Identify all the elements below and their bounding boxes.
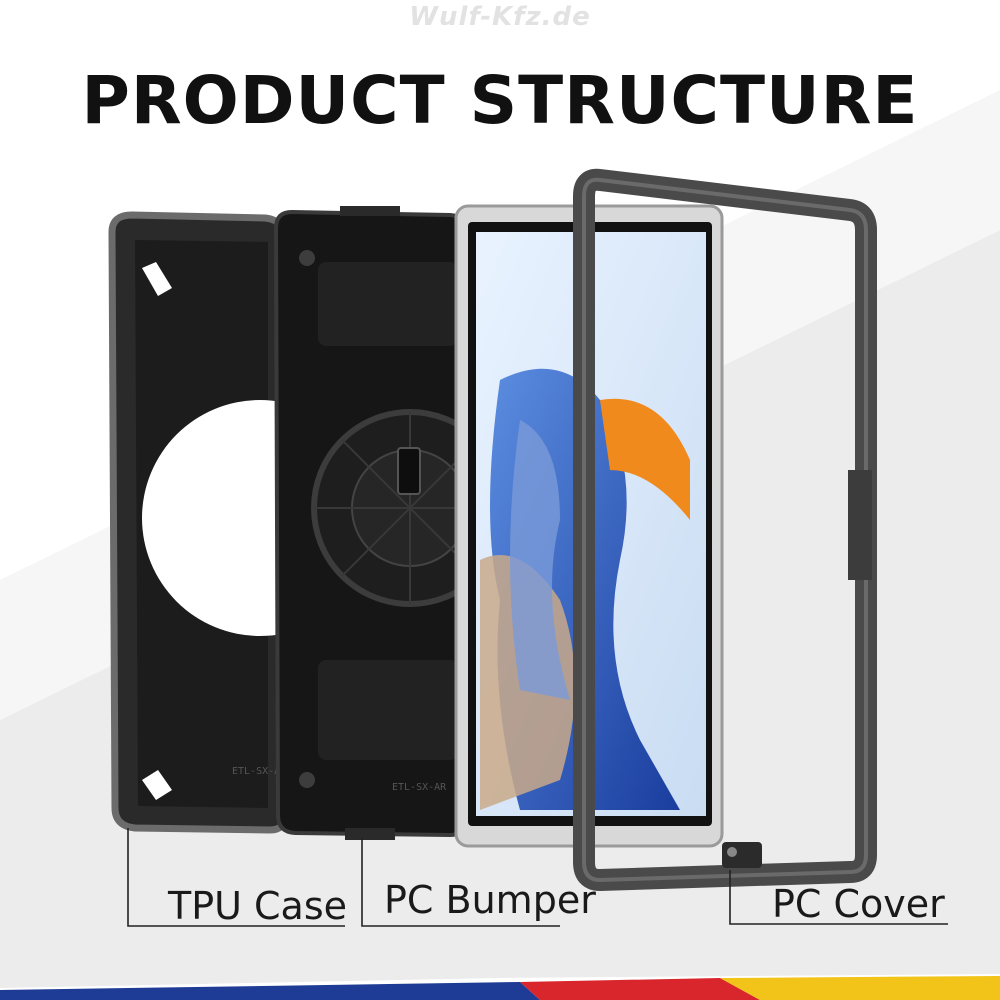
footer-color-stripe <box>0 974 1000 1000</box>
page-title: PRODUCT STRUCTURE <box>81 62 919 139</box>
callout-lines <box>127 828 948 927</box>
pc-cover-illustration <box>573 168 877 892</box>
label-tpu-case: TPU Case <box>168 884 348 928</box>
label-pc-bumper: PC Bumper <box>384 878 596 922</box>
tpu-case-illustration: ETL-SX-AR <box>108 211 378 834</box>
svg-text:ETL-SX-AR: ETL-SX-AR <box>232 766 287 777</box>
watermark-text: Wulf-Kfz.de <box>409 2 591 32</box>
label-pc-cover: PC Cover <box>772 882 945 926</box>
svg-text:ETL-SX-AR: ETL-SX-AR <box>392 782 447 793</box>
